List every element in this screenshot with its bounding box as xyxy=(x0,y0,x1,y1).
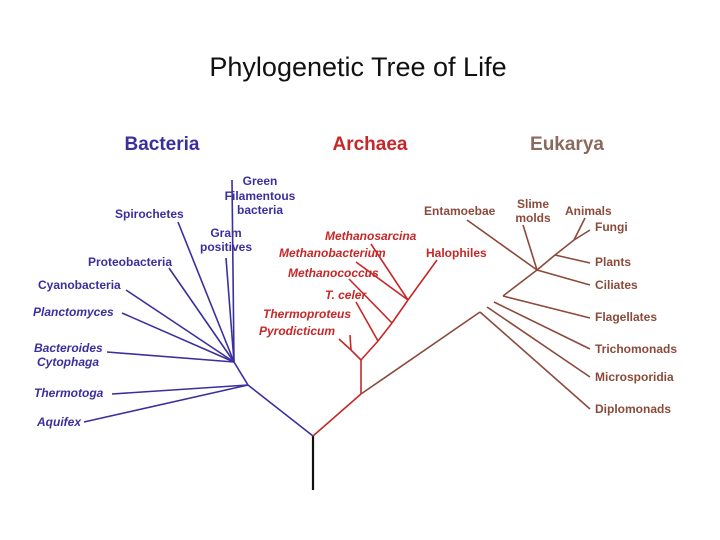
label-gram-positives-2: positives xyxy=(200,240,252,254)
label-green-filamentous-1: Green xyxy=(243,174,278,188)
archaea-labels: Methanosarcina Methanobacterium Halophil… xyxy=(259,229,487,338)
archaea-branches xyxy=(312,243,438,437)
label-methanobacterium: Methanobacterium xyxy=(279,246,386,260)
label-ciliates: Ciliates xyxy=(595,278,638,292)
label-bacteroides: Bacteroides xyxy=(34,341,103,355)
label-slime-molds-1: Slime xyxy=(517,197,549,211)
label-fungi: Fungi xyxy=(595,220,628,234)
bacteria-labels: Green Filamentous bacteria Spirochetes G… xyxy=(33,174,296,429)
domain-label-archaea: Archaea xyxy=(333,134,408,155)
label-gram-positives-1: Gram xyxy=(210,226,241,240)
label-microsporidia: Microsporidia xyxy=(595,370,674,384)
label-spirochetes: Spirochetes xyxy=(115,207,184,221)
label-slime-molds-2: molds xyxy=(515,211,551,225)
label-thermoproteus: Thermoproteus xyxy=(263,307,351,321)
label-entamoebae: Entamoebae xyxy=(424,204,496,218)
label-methanococcus: Methanococcus xyxy=(288,266,379,280)
label-aquifex: Aquifex xyxy=(36,415,82,429)
label-proteobacteria: Proteobacteria xyxy=(88,255,172,269)
label-thermotoga: Thermotoga xyxy=(34,386,104,400)
label-pyrodicticum: Pyrodicticum xyxy=(259,324,335,338)
label-halophiles: Halophiles xyxy=(426,246,487,260)
label-flagellates: Flagellates xyxy=(595,310,657,324)
label-methanosarcina: Methanosarcina xyxy=(325,229,417,243)
label-planctomyces: Planctomyces xyxy=(33,305,114,319)
eukarya-branches xyxy=(360,217,591,410)
label-t-celer: T. celer xyxy=(325,288,367,302)
bacteria-branches xyxy=(83,179,314,437)
label-animals: Animals xyxy=(565,204,612,218)
domain-label-eukarya: Eukarya xyxy=(530,134,604,155)
label-cytophaga: Cytophaga xyxy=(37,355,99,369)
domain-label-bacteria: Bacteria xyxy=(125,134,200,155)
page-title: Phylogenetic Tree of Life xyxy=(209,52,506,82)
label-diplomonads: Diplomonads xyxy=(595,402,671,416)
label-cyanobacteria: Cyanobacteria xyxy=(38,278,121,292)
label-plants: Plants xyxy=(595,255,631,269)
eukarya-labels: Entamoebae Slime molds Animals Fungi Pla… xyxy=(424,197,677,416)
label-trichomonads: Trichomonads xyxy=(595,342,677,356)
label-green-filamentous-2: Filamentous xyxy=(225,189,296,203)
label-green-filamentous-3: bacteria xyxy=(237,203,283,217)
